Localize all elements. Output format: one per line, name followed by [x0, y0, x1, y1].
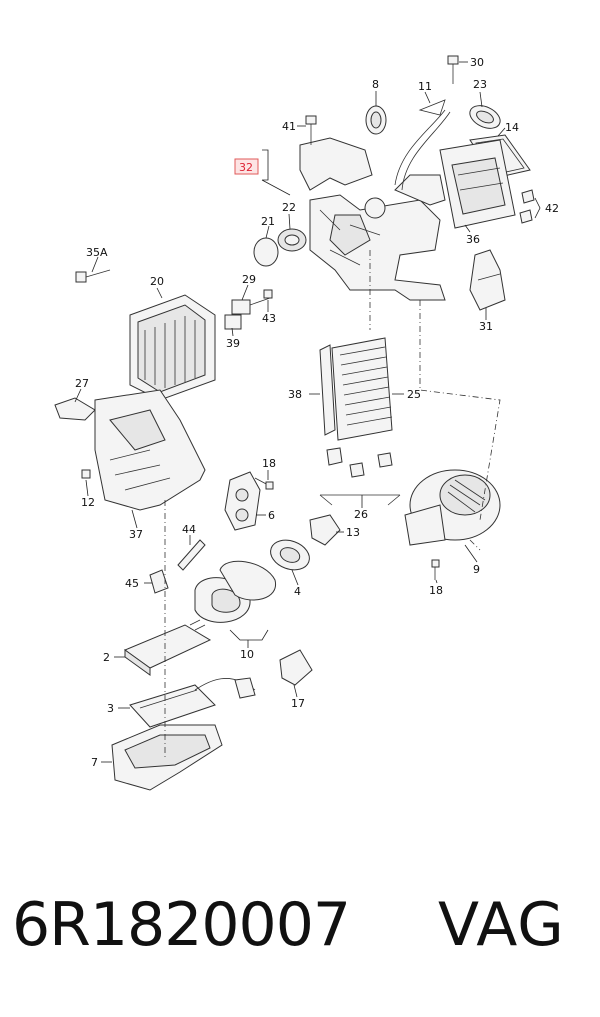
callout-36: 36 [466, 233, 480, 246]
part-45 [149, 569, 169, 594]
callout-7: 7 [91, 756, 98, 769]
brand-name: VAG [438, 890, 565, 960]
callout-25: 25 [407, 388, 421, 401]
exploded-parts-diagram: 30 8 11 23 14 41 32 42 22 21 36 35A 20 2… [54, 55, 559, 791]
callout-32-highlight [234, 158, 259, 175]
callout-35a: 35A [86, 246, 108, 259]
strip-44 [177, 539, 206, 571]
callout-27: 27 [75, 377, 89, 390]
callout-45: 45 [125, 577, 139, 590]
grouping-brackets [229, 149, 541, 641]
filter-38 [319, 344, 336, 436]
callout-30: 30 [470, 56, 484, 69]
callout-13: 13 [346, 526, 360, 539]
callout-43: 43 [262, 312, 276, 325]
gasket-23 [469, 105, 501, 129]
callout-10: 10 [240, 648, 254, 661]
servo-6 [224, 471, 261, 531]
callout-labels: 30 8 11 23 14 41 32 42 22 21 36 35A 20 2… [75, 56, 559, 769]
callout-18-upper: 18 [262, 457, 276, 470]
callout-11: 11 [418, 80, 432, 93]
brackets-26 [319, 447, 401, 506]
blower-9 [404, 469, 501, 546]
callout-39: 39 [226, 337, 240, 350]
callout-9: 9 [473, 563, 480, 576]
leader-lines [74, 61, 506, 763]
seal-10 [194, 560, 276, 623]
callout-8: 8 [372, 78, 379, 91]
callout-6: 6 [268, 509, 275, 522]
callout-41: 41 [282, 120, 296, 133]
screw-41 [305, 115, 317, 145]
ring-21-22 [253, 228, 307, 267]
callout-38: 38 [288, 388, 302, 401]
sensor-35a [75, 269, 111, 283]
callout-21: 21 [261, 215, 275, 228]
part-number: 6R1820007 [12, 890, 351, 960]
fitting-29-39 [224, 289, 273, 330]
callout-12: 12 [81, 496, 95, 509]
filter-25 [331, 337, 393, 441]
callout-37: 37 [129, 528, 143, 541]
callout-32: 32 [239, 161, 253, 174]
callout-29: 29 [242, 273, 256, 286]
callout-3: 3 [107, 702, 114, 715]
housing-37 [94, 389, 206, 511]
callout-20: 20 [150, 275, 164, 288]
frame-36 [439, 139, 516, 229]
callout-22: 22 [282, 201, 296, 214]
callout-42: 42 [545, 202, 559, 215]
lever-27 [54, 397, 96, 421]
tray-7 [111, 724, 223, 791]
callout-4: 4 [294, 585, 301, 598]
callout-18-lower: 18 [429, 584, 443, 597]
screw-18-upper [254, 477, 274, 490]
part-12 [81, 469, 91, 479]
screw-18-lower [431, 559, 440, 580]
centre-lines [164, 250, 501, 760]
callout-17: 17 [291, 697, 305, 710]
seal-4 [270, 539, 310, 571]
callout-26: 26 [354, 508, 368, 521]
cable-11 [394, 99, 451, 191]
part-3 [129, 677, 256, 728]
callout-14: 14 [505, 121, 519, 134]
callout-44: 44 [182, 523, 196, 536]
part-13 [309, 514, 341, 546]
part-8 [365, 105, 387, 135]
part-17 [279, 649, 313, 686]
evaporator-2 [123, 619, 212, 676]
clips-42 [519, 189, 535, 224]
heater-core-20 [129, 294, 216, 401]
screw-30 [447, 55, 459, 84]
upper-housing [299, 137, 446, 301]
callout-2: 2 [103, 651, 110, 664]
callout-23: 23 [473, 78, 487, 91]
actuator-31 [469, 249, 506, 311]
callout-31: 31 [479, 320, 493, 333]
